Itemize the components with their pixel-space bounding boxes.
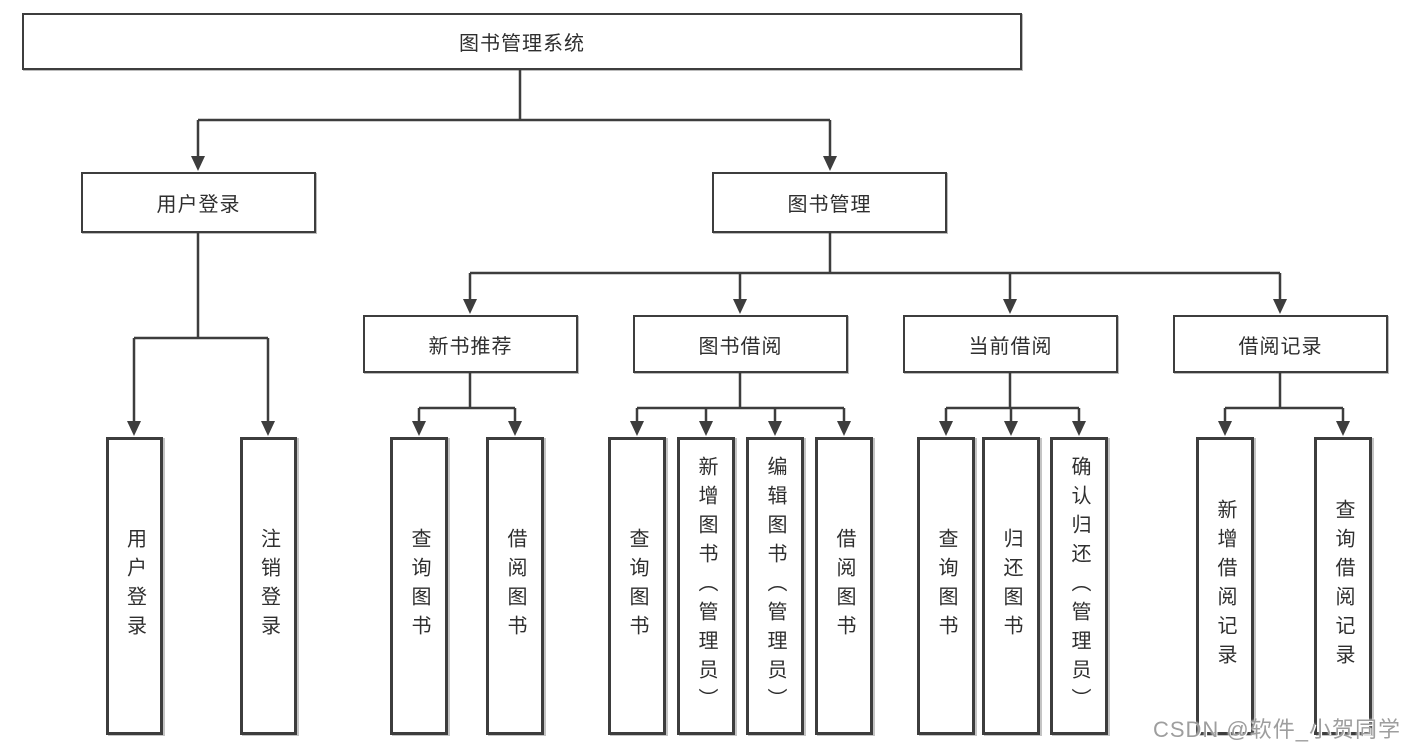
leaf-recommend-query-books: 查询图书 bbox=[390, 437, 448, 735]
node-root: 图书管理系统 bbox=[22, 13, 1022, 70]
leaf-current-return-books-label: 归还图书 bbox=[1000, 528, 1022, 644]
leaf-records-add-record: 新增借阅记录 bbox=[1196, 437, 1254, 735]
leaf-records-query-record: 查询借阅记录 bbox=[1314, 437, 1372, 735]
leaf-records-query-record-label: 查询借阅记录 bbox=[1332, 499, 1354, 673]
leaf-user-login: 用户登录 bbox=[106, 437, 163, 735]
leaf-current-return-books: 归还图书 bbox=[982, 437, 1040, 735]
leaf-current-query-books: 查询图书 bbox=[917, 437, 975, 735]
leaf-recommend-borrow-books-label: 借阅图书 bbox=[504, 528, 526, 644]
node-root-label: 图书管理系统 bbox=[459, 33, 585, 55]
leaf-borrow-query-books-label: 查询图书 bbox=[626, 528, 648, 644]
leaf-current-confirm-return-admin: 确认归还（管理员） bbox=[1050, 437, 1108, 735]
leaf-borrow-add-books-admin-label: 新增图书（管理员） bbox=[695, 455, 717, 717]
node-user-login-label: 用户登录 bbox=[156, 194, 241, 216]
node-book-management-label: 图书管理 bbox=[787, 194, 872, 216]
node-current-borrow-label: 当前借阅 bbox=[968, 335, 1053, 358]
leaf-borrow-query-books: 查询图书 bbox=[608, 437, 666, 735]
node-user-login: 用户登录 bbox=[81, 172, 316, 233]
leaf-borrow-borrow-books-label: 借阅图书 bbox=[833, 528, 855, 644]
leaf-logout: 注销登录 bbox=[240, 437, 297, 735]
node-book-management: 图书管理 bbox=[712, 172, 947, 233]
leaf-current-confirm-return-admin-label: 确认归还（管理员） bbox=[1068, 455, 1090, 717]
node-current-borrow: 当前借阅 bbox=[903, 315, 1118, 373]
leaf-records-add-record-label: 新增借阅记录 bbox=[1214, 499, 1236, 673]
leaf-borrow-edit-books-admin: 编辑图书（管理员） bbox=[746, 437, 804, 735]
node-book-borrow-label: 图书借阅 bbox=[698, 335, 783, 358]
node-new-book-recommend-label: 新书推荐 bbox=[428, 335, 513, 358]
csdn-watermark: CSDN @软件_小贺同学 bbox=[1152, 717, 1401, 742]
node-new-book-recommend: 新书推荐 bbox=[363, 315, 578, 373]
leaf-logout-label: 注销登录 bbox=[257, 528, 280, 644]
leaf-user-login-label: 用户登录 bbox=[123, 528, 146, 644]
leaf-borrow-borrow-books: 借阅图书 bbox=[815, 437, 873, 735]
leaf-borrow-edit-books-admin-label: 编辑图书（管理员） bbox=[764, 455, 786, 717]
leaf-recommend-borrow-books: 借阅图书 bbox=[486, 437, 544, 735]
node-borrow-records: 借阅记录 bbox=[1173, 315, 1388, 373]
leaf-current-query-books-label: 查询图书 bbox=[935, 528, 957, 644]
node-borrow-records-label: 借阅记录 bbox=[1238, 335, 1323, 358]
leaf-recommend-query-books-label: 查询图书 bbox=[408, 528, 430, 644]
node-book-borrow: 图书借阅 bbox=[633, 315, 848, 373]
leaf-borrow-add-books-admin: 新增图书（管理员） bbox=[677, 437, 735, 735]
